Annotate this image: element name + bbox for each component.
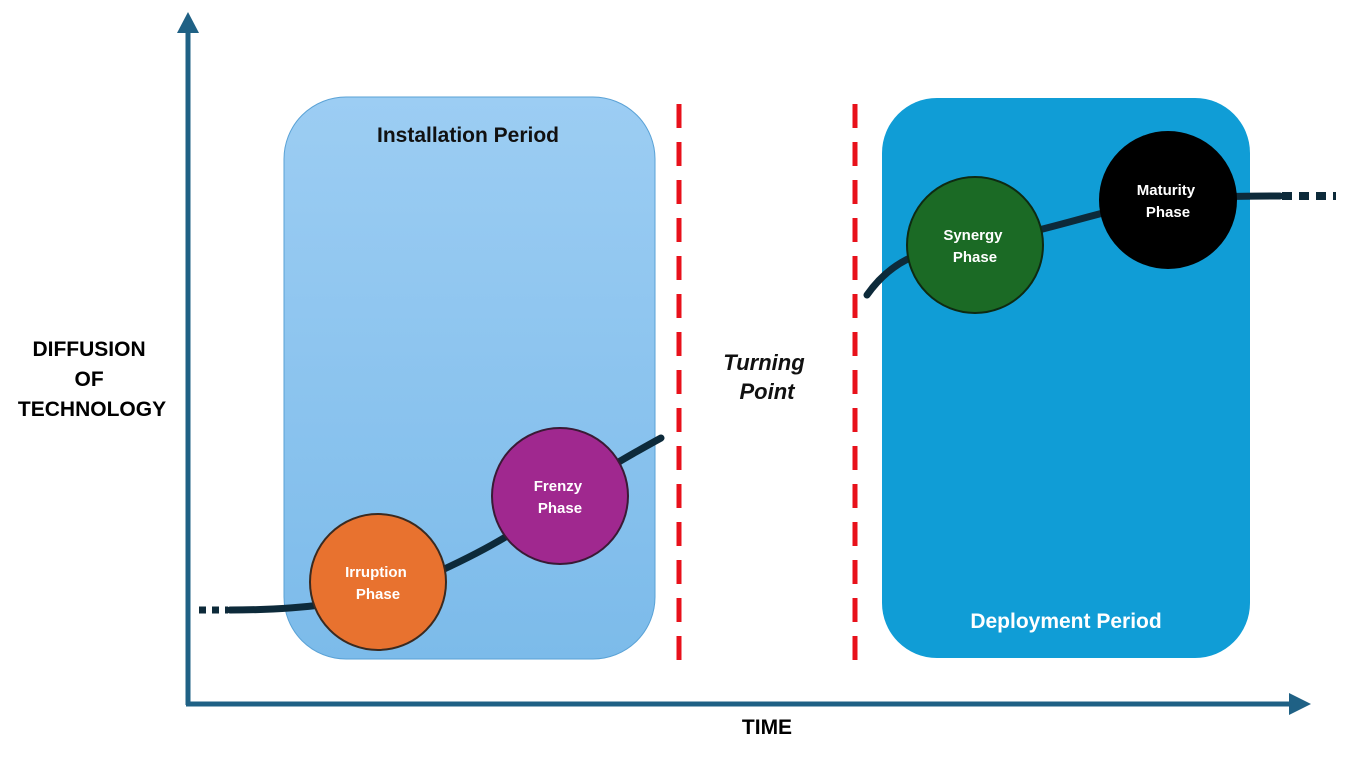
turning-point-line-1: Turning [723, 350, 805, 375]
irruption-phase-node: Irruption Phase [309, 513, 447, 651]
turning-point-label: Turning Point [723, 350, 811, 404]
y-axis-label-line-3: TECHNOLOGY [18, 398, 166, 421]
maturity-phase-label: Maturity Phase [1137, 182, 1200, 221]
frenzy-phase-line-2: Phase [538, 500, 582, 517]
y-axis-arrowhead [177, 12, 199, 33]
frenzy-phase-circle [491, 427, 629, 565]
maturity-phase-node: Maturity Phase [1099, 131, 1237, 269]
maturity-phase-line-1: Maturity [1137, 182, 1196, 199]
frenzy-phase-label: Frenzy Phase [534, 478, 587, 517]
irruption-phase-line-1: Irruption [345, 564, 407, 581]
maturity-phase-circle [1099, 131, 1237, 269]
x-axis-arrowhead [1289, 693, 1311, 715]
irruption-phase-circle [309, 513, 447, 651]
irruption-phase-line-2: Phase [356, 586, 400, 603]
frenzy-phase-node: Frenzy Phase [491, 427, 629, 565]
x-axis-label: TIME [742, 716, 792, 739]
synergy-phase-label: Synergy Phase [943, 227, 1006, 266]
y-axis-label: DIFFUSION OF TECHNOLOGY [18, 338, 166, 421]
y-axis-label-line-1: DIFFUSION [32, 338, 145, 361]
installation-period-title: Installation Period [377, 124, 559, 147]
frenzy-phase-line-1: Frenzy [534, 478, 583, 495]
synergy-phase-line-2: Phase [953, 249, 997, 266]
turning-point-line-2: Point [740, 379, 797, 404]
irruption-phase-label: Irruption Phase [345, 564, 411, 603]
synergy-phase-line-1: Synergy [943, 227, 1003, 244]
y-axis-label-line-2: OF [74, 368, 103, 391]
synergy-phase-circle [906, 176, 1044, 314]
maturity-phase-line-2: Phase [1146, 204, 1190, 221]
synergy-phase-node: Synergy Phase [906, 176, 1044, 314]
deployment-period-title: Deployment Period [970, 610, 1161, 633]
